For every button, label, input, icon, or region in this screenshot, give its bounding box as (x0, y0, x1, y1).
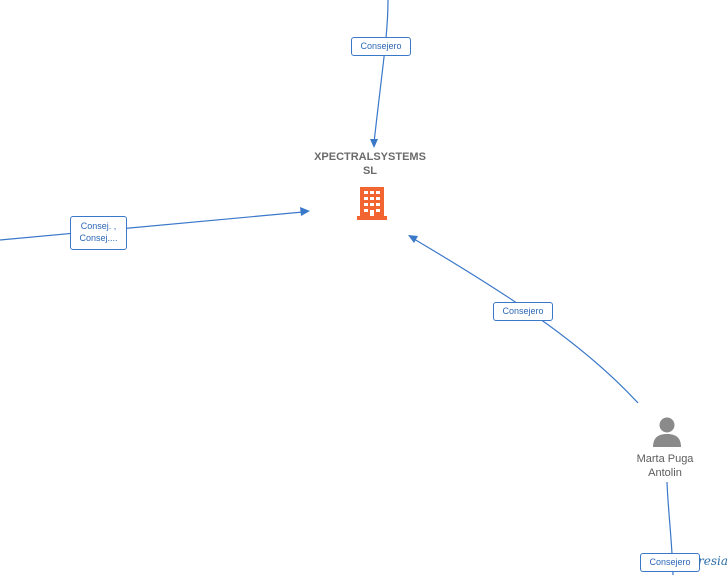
edge-label-right[interactable]: Consejero (493, 302, 553, 321)
edge-label-right-text: Consejero (502, 306, 544, 316)
company-node-label[interactable]: XPECTRALSYSTEMS SL (300, 150, 440, 178)
person-node-label[interactable]: Marta Puga Antolin (620, 452, 710, 480)
edge-label-left[interactable]: Consej. , Consej.... (70, 216, 127, 250)
edge-label-top-text: Consejero (360, 41, 402, 51)
person-icon[interactable] (651, 416, 683, 448)
person-name-line1: Marta Puga (636, 453, 694, 465)
edge-label-left-line1: Consej. , (80, 221, 117, 231)
building-icon[interactable] (355, 185, 389, 221)
edge-right-line (413, 238, 639, 404)
edge-top-arrowhead (370, 139, 378, 148)
edge-right-arrowhead (408, 235, 418, 243)
edge-label-bottom-text: Consejero (649, 557, 691, 567)
edge-label-bottom[interactable]: Consejero (640, 553, 700, 572)
edge-label-left-line2: Consej.... (79, 233, 118, 243)
edge-left-line (0, 211, 304, 241)
edge-left-arrowhead (300, 207, 310, 216)
company-name-line2: SL (362, 165, 378, 177)
watermark-logo: resia (698, 554, 728, 568)
edge-label-top[interactable]: Consejero (351, 37, 411, 56)
person-name-line2: Antolin (648, 467, 682, 479)
company-name-line1: XPECTRALSYSTEMS (314, 151, 426, 163)
edge-top-line (373, 0, 389, 144)
